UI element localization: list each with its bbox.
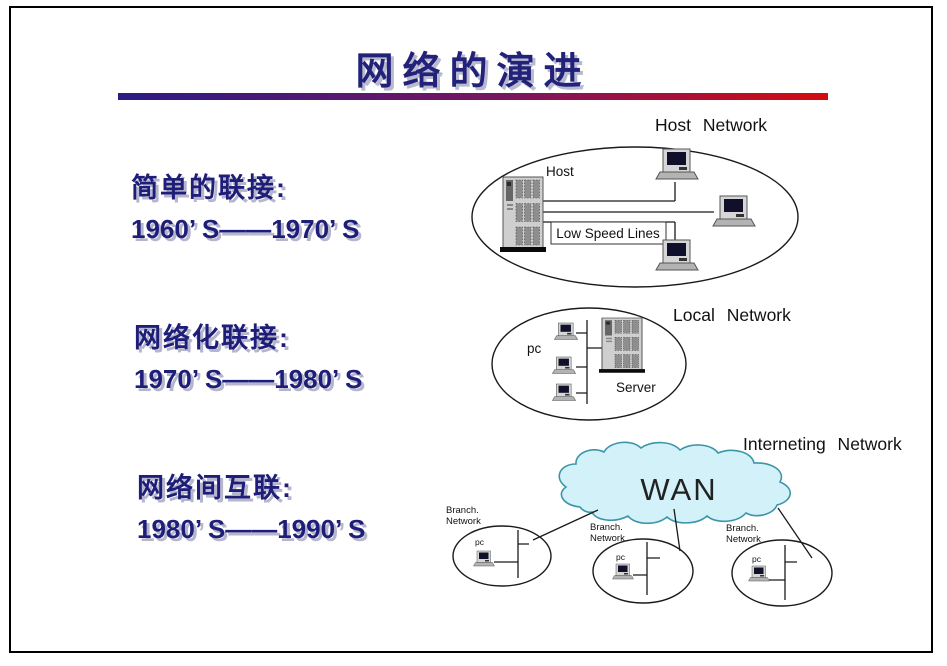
branch-2-label-line2: Network — [590, 533, 625, 544]
host-network-title: Host Network — [655, 115, 767, 135]
branch-2-ellipse — [592, 538, 694, 604]
slide-title: 网络的演进 — [355, 51, 591, 93]
branch-3-pc-icon — [748, 565, 770, 582]
branch-2-wires — [633, 542, 660, 595]
branch-3-ellipse — [731, 539, 833, 607]
interneting-network-diagram: Interneting Network WAN Branch. Network … — [446, 434, 902, 607]
branch-1-pc-label: pc — [475, 537, 485, 547]
local-pc-icon-3 — [552, 383, 576, 401]
branch-2-pc-icon — [612, 563, 634, 580]
branch-1-ellipse — [452, 525, 552, 587]
branch-network-2: Branch. Network pc — [590, 522, 694, 604]
local-network-diagram: Local Network pc Server — [491, 305, 791, 421]
host-pc-icon-1 — [655, 148, 699, 180]
low-speed-lines-box — [550, 221, 667, 245]
host-network-diagram: Host Network Host Low Speed Lines — [471, 115, 799, 288]
slide-border — [9, 6, 933, 653]
stage-2: 网络化联接: 1970’ S——1980’ S — [134, 316, 362, 395]
local-pc-icon-1 — [554, 322, 578, 340]
stage-3: 网络间互联: 1980’ S——1990’ S — [137, 466, 365, 545]
branch-2-label-line1: Branch. — [590, 522, 623, 533]
branch-3-label-line2: Network — [726, 534, 761, 545]
wan-label: WAN — [640, 472, 717, 507]
local-pc-icon-2 — [552, 356, 576, 374]
host-label: Host — [546, 164, 574, 179]
interneting-network-title: Interneting Network — [743, 434, 902, 454]
branch-1-pc-icon — [473, 550, 495, 567]
stage-2-label: 网络化联接: — [134, 323, 290, 353]
title-underline — [118, 93, 828, 100]
branch-3-wires — [769, 545, 797, 600]
branch-3-pc-label: pc — [752, 554, 762, 564]
branch-2-pc-label: pc — [616, 552, 626, 562]
branch-network-1: Branch. Network pc — [446, 505, 552, 587]
branch-network-3: Branch. Network pc — [726, 523, 833, 607]
local-network-wires — [576, 320, 602, 404]
stage-1-label: 简单的联接: — [131, 173, 287, 203]
host-pc-icon-2 — [712, 195, 756, 227]
wan-cloud — [558, 441, 791, 525]
local-network-ellipse — [491, 307, 687, 421]
branch-3-label-line1: Branch. — [726, 523, 759, 534]
branch-1-wires — [494, 530, 529, 578]
low-speed-lines-label: Low Speed Lines — [556, 226, 660, 241]
stage-1-years: 1960’ S——1970’ S — [131, 214, 360, 244]
stage-1: 简单的联接: 1960’ S——1970’ S — [131, 166, 359, 245]
server-label: Server — [616, 380, 656, 395]
stage-3-label: 网络间互联: — [137, 473, 293, 503]
host-network-wires — [542, 182, 714, 240]
local-pc-label: pc — [527, 341, 542, 356]
stage-2-years: 1970’ S——1980’ S — [134, 364, 363, 394]
branch-1-label-line2: Network — [446, 516, 481, 527]
host-network-ellipse — [471, 146, 799, 288]
branch-1-label-line1: Branch. — [446, 505, 479, 516]
stage-3-years: 1980’ S——1990’ S — [137, 514, 366, 544]
server-icon — [598, 317, 646, 374]
host-mainframe-icon — [499, 176, 547, 253]
local-network-title: Local Network — [673, 305, 791, 325]
wan-branch-links — [532, 507, 813, 559]
